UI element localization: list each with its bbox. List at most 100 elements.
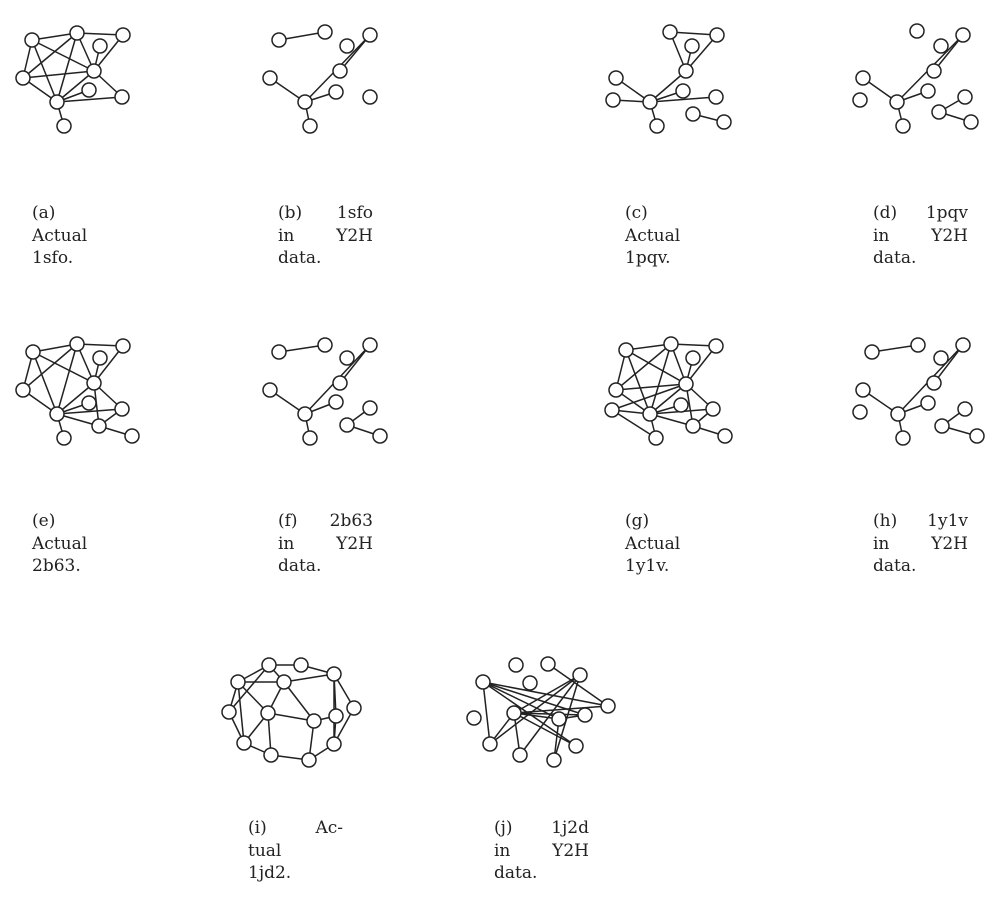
graph-node xyxy=(957,401,973,417)
graph-c xyxy=(605,24,732,134)
caption-word: (e) xyxy=(32,511,56,531)
caption-line: data. xyxy=(494,862,589,885)
caption-line: Actual xyxy=(32,533,127,556)
graph-node xyxy=(910,337,926,353)
graph-node xyxy=(261,657,277,673)
caption-word: 1pqv xyxy=(925,203,968,223)
graph-node xyxy=(69,336,85,352)
graph-edge xyxy=(685,34,718,72)
graph-node xyxy=(895,430,911,446)
caption-line: data. xyxy=(278,247,373,270)
caption-word: tual xyxy=(248,840,282,861)
graph-node xyxy=(889,94,905,110)
graph-node xyxy=(339,350,355,366)
graph-edge xyxy=(513,674,581,714)
graph-node xyxy=(25,344,41,360)
graph-node xyxy=(115,27,131,43)
graph-node xyxy=(69,25,85,41)
graph-node xyxy=(92,350,108,366)
graph-node xyxy=(642,406,658,422)
caption-line: 1sfo. xyxy=(32,247,127,270)
caption-word: (f) xyxy=(278,511,298,531)
caption-word: 1sfo. xyxy=(32,248,74,268)
graph-node xyxy=(260,705,276,721)
graph-edge xyxy=(519,674,581,756)
caption-line: data. xyxy=(873,555,968,578)
graph-node xyxy=(675,83,691,99)
graph-edge xyxy=(615,383,687,391)
graph-edge xyxy=(237,681,245,744)
graph-node xyxy=(577,707,593,723)
caption-word: 1j2d xyxy=(551,818,589,838)
graph-node xyxy=(708,338,724,354)
graph-node xyxy=(608,70,624,86)
graph-node xyxy=(508,657,524,673)
graph-a xyxy=(15,25,131,134)
graph-h xyxy=(852,337,985,446)
graph-edge xyxy=(513,712,577,747)
caption-word: 2b63 xyxy=(329,511,373,531)
graph-edge xyxy=(56,32,78,103)
graph-node xyxy=(362,337,378,353)
caption-word: Actual xyxy=(625,225,681,246)
graph-node xyxy=(685,106,701,122)
caption-word: 1y1v. xyxy=(625,556,670,576)
graph-edge xyxy=(22,70,95,79)
caption-word: (b) xyxy=(278,203,303,223)
graph-i xyxy=(221,657,362,768)
graph-node xyxy=(716,114,732,130)
graph-node xyxy=(263,747,279,763)
graph-node xyxy=(705,401,721,417)
caption-line: Actual xyxy=(625,533,720,556)
graph-node xyxy=(969,428,985,444)
graph-node xyxy=(326,736,342,752)
caption-line: 1jd2. xyxy=(248,862,343,885)
graph-node xyxy=(546,752,562,768)
caption-line: data. xyxy=(278,555,373,578)
graph-node xyxy=(49,94,65,110)
graph-node xyxy=(572,667,588,683)
graph-node xyxy=(362,400,378,416)
graph-j xyxy=(466,656,616,768)
caption-word: Y2H xyxy=(931,533,968,554)
graph-node xyxy=(678,376,694,392)
graph-node xyxy=(262,70,278,86)
graph-node xyxy=(81,82,97,98)
graph-node xyxy=(302,430,318,446)
graph-node xyxy=(332,63,348,79)
graph-node xyxy=(86,63,102,79)
caption-line: (g) xyxy=(625,510,720,533)
graph-node xyxy=(346,700,362,716)
graph-edge xyxy=(649,70,687,103)
caption-word: in xyxy=(494,840,511,861)
graph-node xyxy=(24,32,40,48)
graph-node xyxy=(909,23,925,39)
graph-node xyxy=(600,698,616,714)
graph-edge xyxy=(933,344,964,384)
caption-line: data. xyxy=(873,247,968,270)
graph-node xyxy=(955,337,971,353)
graph-node xyxy=(934,418,950,434)
graph-node xyxy=(895,118,911,134)
graph-node xyxy=(684,38,700,54)
graph-edge xyxy=(513,705,609,714)
graph-node xyxy=(362,27,378,43)
graph-node xyxy=(920,395,936,411)
graph-node xyxy=(931,104,947,120)
caption-word: Y2H xyxy=(336,225,373,246)
graph-edge xyxy=(22,343,78,391)
graph-node xyxy=(649,118,665,134)
caption-line: (c) xyxy=(625,202,720,225)
graph-node xyxy=(262,382,278,398)
graph-node xyxy=(933,38,949,54)
caption-word: data. xyxy=(873,248,917,268)
graph-node xyxy=(466,710,482,726)
graph-edge xyxy=(267,712,315,722)
graph-node xyxy=(855,70,871,86)
